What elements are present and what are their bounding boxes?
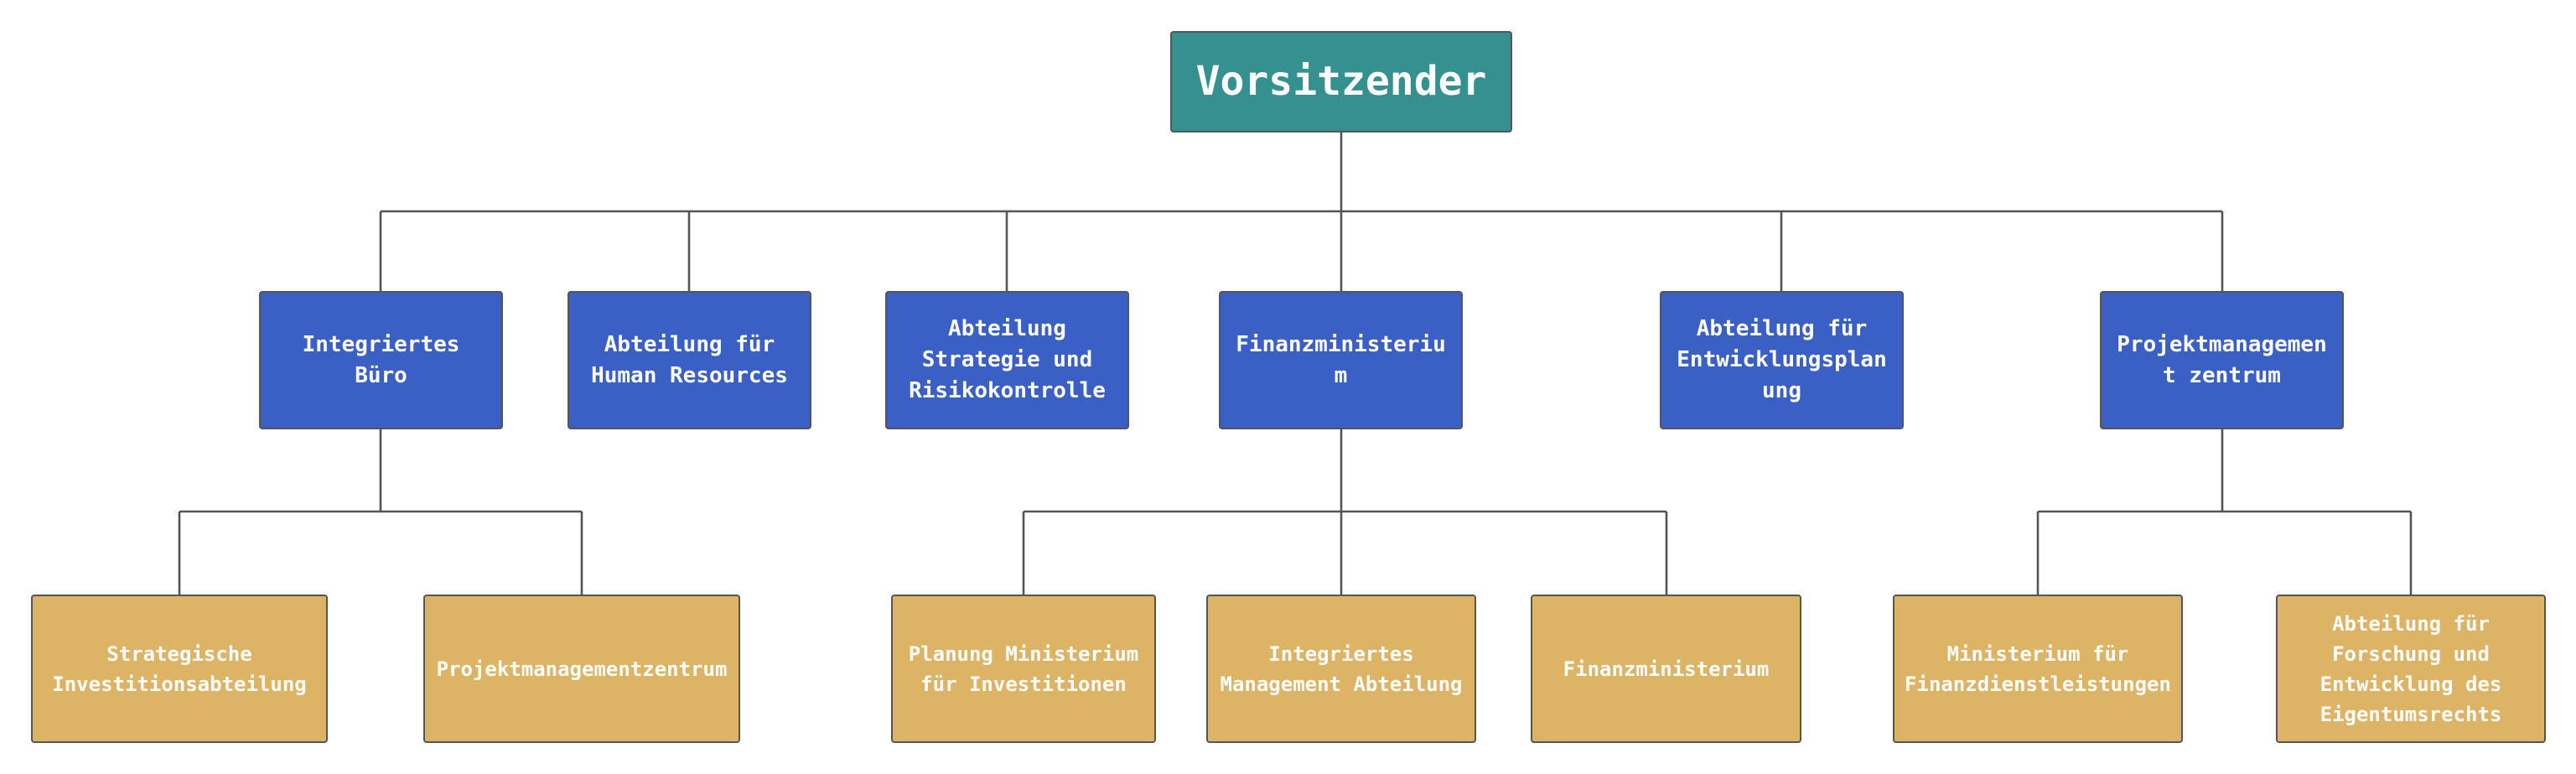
node-label: Abteilung für Entwicklungsplanung bbox=[1677, 316, 1887, 403]
node-label: Integriertes Büro bbox=[302, 331, 460, 388]
node-label: Finanzministerium bbox=[1236, 331, 1446, 388]
node-integriertes-buero: Integriertes Büro bbox=[259, 291, 503, 429]
node-label: Abteilung für Human Resources bbox=[591, 331, 788, 388]
node-label: Finanzministerium bbox=[1563, 657, 1770, 681]
node-forschung-eigentumsrecht: Abteilung für Forschung und Entwicklung … bbox=[2276, 595, 2546, 743]
node-planung-ministerium-investitionen: Planung Ministerium für Investitionen bbox=[891, 595, 1156, 743]
node-label: Abteilung Strategie und Risikokontrolle bbox=[909, 316, 1106, 403]
node-entwicklungsplanung: Abteilung für Entwicklungsplanung bbox=[1660, 291, 1904, 429]
node-label: Ministerium für Finanzdienstleistungen bbox=[1905, 642, 2171, 696]
node-label: Planung Ministerium für Investitionen bbox=[908, 642, 1139, 696]
node-label: Integriertes Management Abteilung bbox=[1220, 642, 1463, 696]
node-vorsitzender: Vorsitzender bbox=[1170, 31, 1512, 132]
node-human-resources: Abteilung für Human Resources bbox=[568, 291, 811, 429]
node-label: Strategische Investitionsabteilung bbox=[52, 642, 307, 696]
node-strategie-risikokontrolle: Abteilung Strategie und Risikokontrolle bbox=[885, 291, 1129, 429]
node-projektmanagement-zentrum: Projektmanagement zentrum bbox=[2100, 291, 2344, 429]
node-projektmanagementzentrum: Projektmanagementzentrum bbox=[423, 595, 740, 743]
node-label: Vorsitzender bbox=[1195, 57, 1487, 105]
node-label: Abteilung für Forschung und Entwicklung … bbox=[2319, 611, 2502, 726]
node-finanzdienstleistungen: Ministerium für Finanzdienstleistungen bbox=[1893, 595, 2183, 743]
node-label: Projektmanagementzentrum bbox=[436, 657, 728, 681]
node-strategische-investitionsabteilung: Strategische Investitionsabteilung bbox=[31, 595, 328, 743]
node-integriertes-management-abteilung: Integriertes Management Abteilung bbox=[1206, 595, 1476, 743]
node-label: Projektmanagement zentrum bbox=[2117, 331, 2327, 388]
node-finanzministerium-sub: Finanzministerium bbox=[1531, 595, 1801, 743]
node-finanzministerium: Finanzministerium bbox=[1219, 291, 1463, 429]
